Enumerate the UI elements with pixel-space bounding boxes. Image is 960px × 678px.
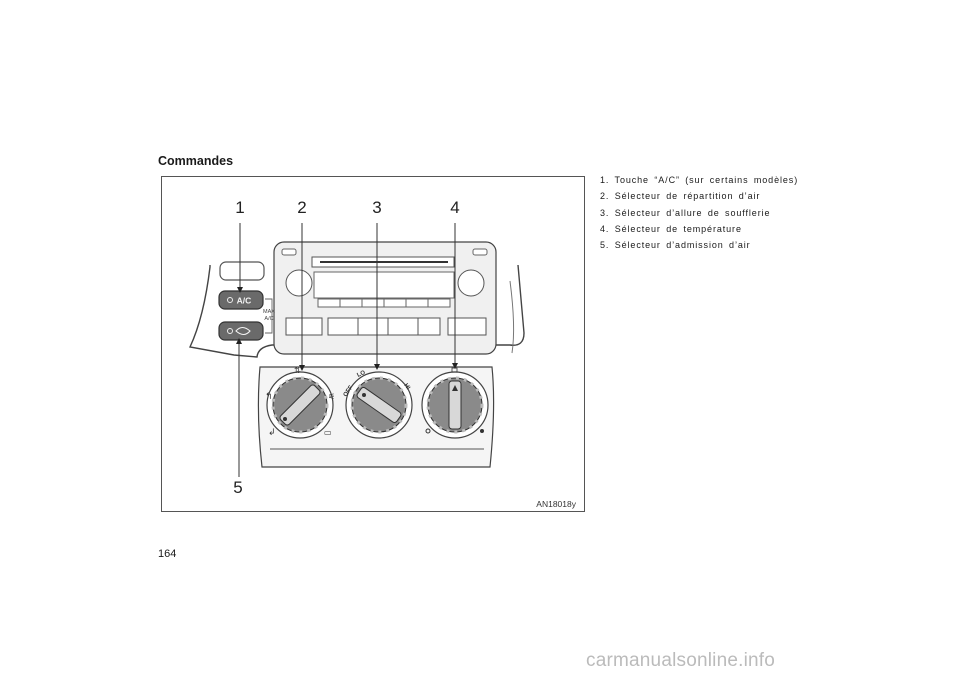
temperature-pointer-icon bbox=[452, 385, 458, 391]
fan-hi-label: HI bbox=[402, 383, 411, 392]
callout-3: 3 bbox=[372, 198, 381, 217]
callout-1: 1 bbox=[235, 198, 244, 217]
legend-item: 3. Sélecteur d’allure de soufflerie bbox=[600, 207, 771, 218]
legend-item: 5. Sélecteur d’admission d’air bbox=[600, 240, 751, 251]
legend-item: 4. Sélecteur de température bbox=[600, 223, 742, 234]
callout-2: 2 bbox=[297, 198, 306, 217]
floor-defrost-icon: ⚟ bbox=[328, 392, 335, 401]
air-distribution-dial: ↰ ↲ ⇅ ⚟ ▭ bbox=[265, 366, 335, 439]
component-legend: 1. Touche “A/C” (sur certains modèles) 2… bbox=[600, 172, 798, 253]
floor-vent-icon: ↲ bbox=[268, 428, 276, 438]
legend-item: 2. Sélecteur de répartition d’air bbox=[600, 191, 761, 202]
ac-button-label: A/C bbox=[237, 296, 252, 306]
defroster-icon: ▭ bbox=[324, 428, 332, 437]
temperature-dial bbox=[421, 367, 489, 439]
fan-off-label: OFF bbox=[343, 385, 355, 399]
callout-4: 4 bbox=[450, 198, 459, 217]
figure-code: AN18018y bbox=[536, 499, 576, 509]
watermark: carmanualsonline.info bbox=[586, 650, 776, 671]
fan-speed-dial: OFF LO HI bbox=[343, 370, 413, 439]
face-vent-icon: ↰ bbox=[265, 392, 273, 402]
fan-lo-label: LO bbox=[356, 370, 366, 379]
audio-unit bbox=[273, 241, 497, 355]
ac-button: A/C bbox=[218, 290, 264, 310]
page-number: 164 bbox=[158, 548, 177, 560]
max-ac-label-line1: MAX bbox=[263, 309, 275, 315]
callout-leaders bbox=[238, 223, 456, 477]
max-ac-label-line2: A/C bbox=[264, 316, 273, 322]
dashboard-surround bbox=[188, 264, 525, 358]
climate-control-illustration: A/C MAX A/C ↰ ↲ ⇅ ⚟ ▭ bbox=[161, 176, 585, 512]
bilevel-icon: ⇅ bbox=[294, 366, 301, 375]
callout-5: 5 bbox=[233, 478, 242, 497]
air-intake-button bbox=[218, 321, 264, 341]
recirculation-icon bbox=[235, 326, 251, 336]
section-title: Commandes bbox=[158, 154, 234, 168]
legend-item: 1. Touche “A/C” (sur certains modèles) bbox=[600, 175, 799, 185]
